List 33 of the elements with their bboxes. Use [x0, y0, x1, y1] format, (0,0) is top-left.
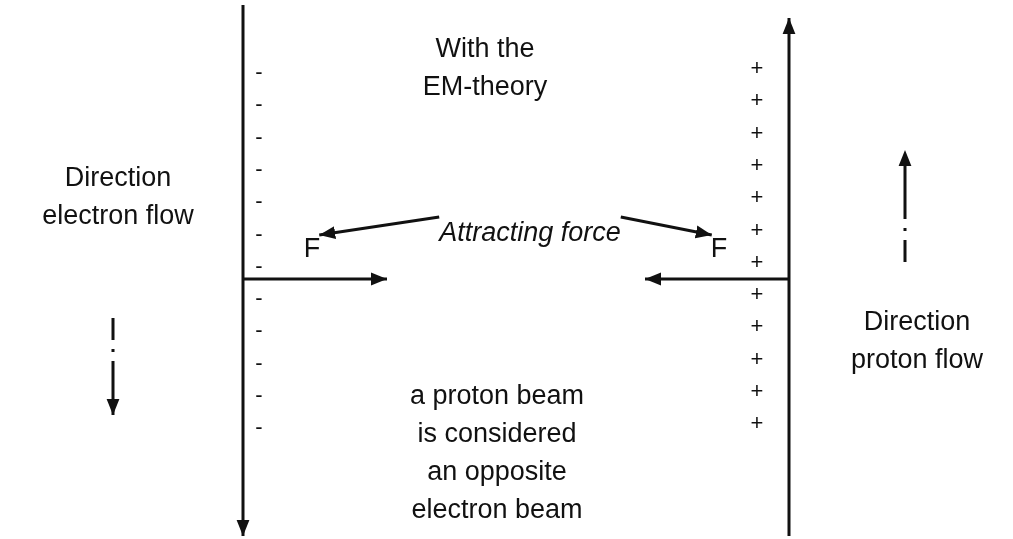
charge-sign: -: [255, 189, 263, 214]
charge-sign: -: [255, 253, 263, 278]
charge-sign: +: [750, 411, 764, 436]
charge-sign: -: [255, 415, 263, 440]
charge-sign: -: [255, 286, 263, 311]
force-symbol: F: [710, 229, 728, 267]
arrow: [319, 215, 440, 239]
charge-sign: +: [750, 346, 764, 371]
charge-sign: +: [750, 282, 764, 307]
charge-sign: +: [750, 249, 764, 274]
charge-sign: -: [255, 60, 263, 84]
charge-sign: +: [750, 152, 764, 177]
charge-sign: -: [255, 221, 263, 246]
charge-sign: -: [255, 156, 263, 181]
charge-sign: +: [750, 314, 764, 339]
charge-sign: -: [255, 350, 263, 375]
charge-sign: +: [750, 88, 764, 113]
charge-sign: -: [255, 124, 263, 149]
force-label: Attracting force: [439, 213, 621, 251]
charge-sign: -: [255, 318, 263, 343]
force-symbol: F: [303, 229, 321, 267]
explanation-note: a proton beam is considered an opposite electron beam: [408, 379, 586, 526]
arrow: [620, 215, 713, 239]
charge-sign: +: [750, 185, 764, 210]
charge-sign: +: [750, 56, 764, 80]
charge-sign: -: [255, 383, 263, 407]
heading-note: With the EM-theory: [421, 32, 549, 103]
charge-sign: +: [750, 379, 764, 403]
direction-label: Direction proton flow: [849, 305, 985, 376]
direction-label: Direction electron flow: [41, 161, 195, 232]
charge-sign: +: [750, 120, 764, 145]
charge-sign: -: [255, 92, 263, 117]
charge-sign: +: [750, 217, 764, 242]
